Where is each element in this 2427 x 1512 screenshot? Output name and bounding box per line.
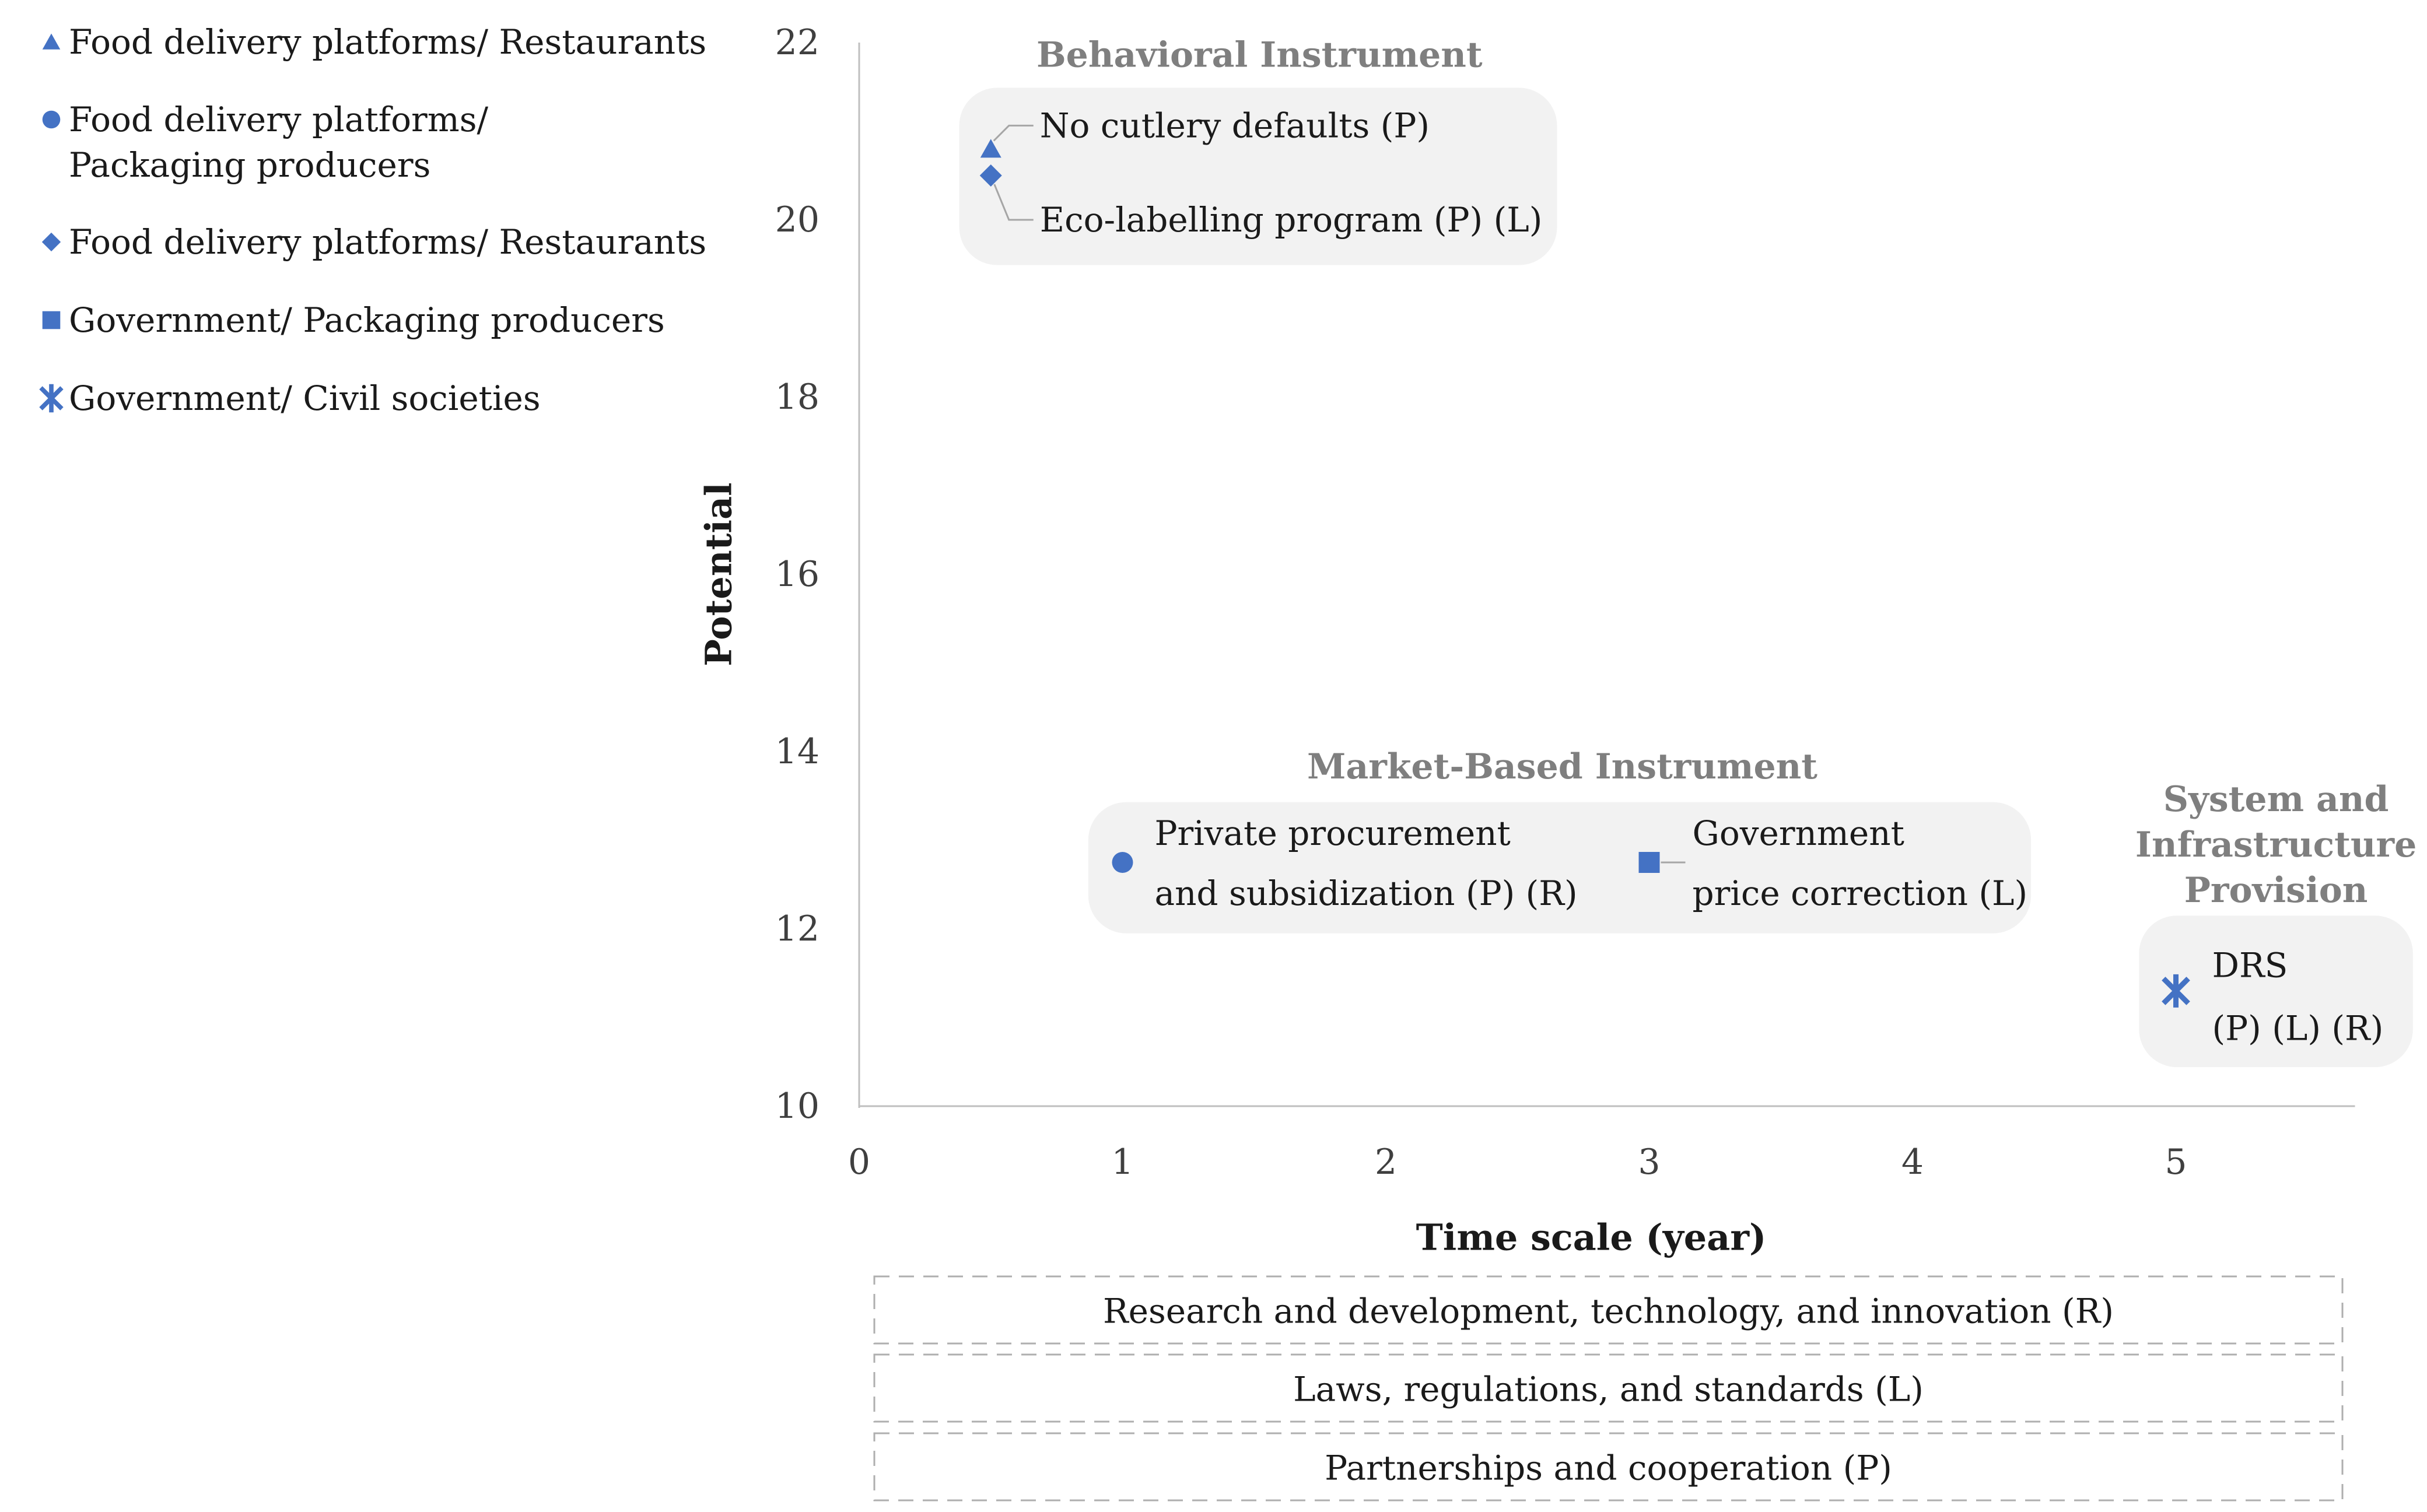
legend-marker-triangle-icon [42,33,61,50]
legend-item-label: Government/ Civil societies [69,378,541,418]
data-point-square [1638,852,1660,873]
leader-line [993,124,1034,142]
footnote-label: Research and development, technology, an… [1103,1292,2114,1331]
x-tick-label: 2 [1375,1142,1397,1183]
data-point-asterisk [2162,974,2190,1008]
point-label: DRS [2212,945,2288,985]
data-point-circle [1112,852,1133,873]
group-box [959,87,1557,265]
asterisk-stroke [39,386,64,411]
group-title: System and [2163,779,2389,820]
point-label: (P) (L) (R) [2212,1008,2384,1048]
footnote-box [873,1432,2344,1502]
group-title: Behavioral Instrument [1036,34,1483,75]
footnote-box [873,1275,2344,1345]
point-label: Government [1693,813,1904,853]
point-label: and subsidization (P) (R) [1155,873,1578,913]
x-tick-label: 5 [2165,1142,2187,1183]
footnote-label: Laws, regulations, and standards (L) [1293,1370,1924,1409]
x-axis-title: Time scale (year) [1416,1216,1767,1259]
point-label: price correction (L) [1693,873,2028,913]
point-label: Eco-labelling program (P) (L) [1040,200,1543,240]
footnote-box [873,1353,2344,1423]
legend-item-label: Food delivery platforms/ Restaurants [69,22,706,62]
leader-line [993,184,1034,221]
legend-item-label: Food delivery platforms/ Restaurants [69,222,706,262]
y-axis-title: Potential [698,482,740,666]
legend-marker-circle-icon [42,110,61,129]
y-tick-label: 22 [775,22,819,63]
y-tick-label: 16 [775,554,819,595]
asterisk-stroke [2162,977,2190,1005]
group-title: Provision [2184,870,2368,911]
legend-item: Food delivery platforms/ Restaurants [69,222,706,262]
legend-marker-square-icon [42,311,61,329]
legend-item: Food delivery platforms/Packaging produc… [69,100,488,185]
legend-item-label: Packaging producers [69,145,430,185]
point-label: No cutlery defaults (P) [1040,106,1430,145]
legend-item-label: Government/ Packaging producers [69,300,665,340]
y-tick-label: 10 [775,1086,819,1127]
group-title: Market-Based Instrument [1307,746,1817,787]
legend-marker-asterisk-icon [39,384,64,413]
y-tick-label: 18 [775,377,819,418]
legend-item: Government/ Civil societies [69,378,541,418]
group-box [1088,802,2032,934]
data-point-diamond [979,164,1002,187]
legend-item: Food delivery platforms/ Restaurants [69,22,706,62]
y-tick-label: 14 [775,731,819,772]
group-title: Infrastructure [2135,825,2417,865]
legend-item: Government/ Packaging producers [69,300,665,340]
point-label: Private procurement [1155,813,1511,853]
legend-marker-diamond-icon [41,232,61,252]
footnote-label: Partnerships and cooperation (P) [1325,1448,1892,1488]
legend-item-label: Food delivery platforms/ [69,100,488,139]
y-tick-label: 12 [775,908,819,949]
x-tick-label: 0 [848,1142,870,1183]
data-point-triangle [980,139,1001,158]
x-tick-label: 4 [1901,1142,1924,1183]
x-tick-label: 3 [1638,1142,1660,1183]
group-box [2139,915,2413,1068]
x-tick-label: 1 [1111,1142,1133,1183]
y-tick-label: 20 [775,199,819,240]
